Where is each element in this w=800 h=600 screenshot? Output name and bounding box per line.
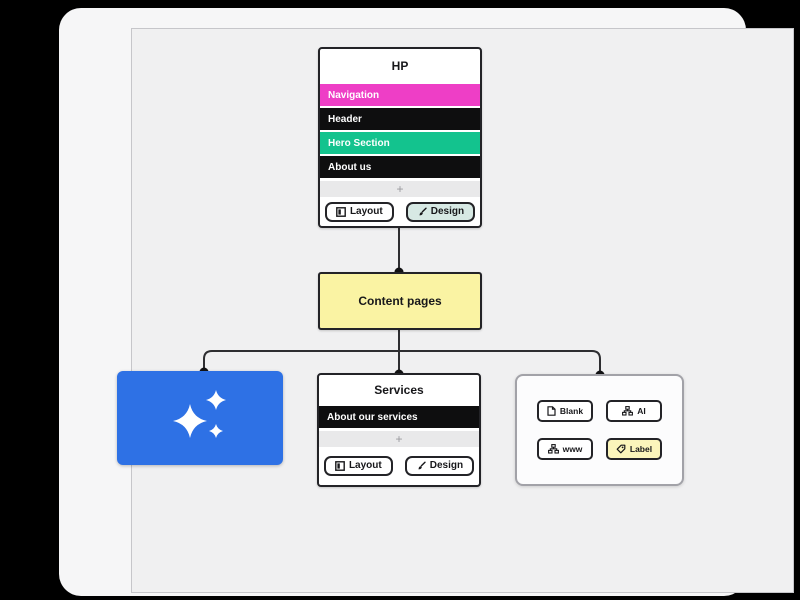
design-button[interactable]: Design [404, 456, 475, 476]
layout-icon [335, 461, 345, 471]
sitemap-icon [547, 444, 559, 454]
layout-button[interactable]: Layout [324, 201, 394, 222]
page-node-hp[interactable]: HP Navigation Header Hero Section About … [318, 47, 482, 228]
add-section-button[interactable]: + [319, 431, 479, 447]
page-node-services[interactable]: Services About our services + Layout Des… [317, 373, 481, 487]
ai-generate-card[interactable] [117, 371, 283, 465]
section-header[interactable]: Header [320, 108, 480, 130]
add-label-button[interactable]: Label [606, 438, 662, 460]
tag-icon [616, 444, 626, 454]
sparkles-icon [166, 387, 234, 450]
section-navigation[interactable]: Navigation [320, 84, 480, 106]
design-icon [416, 461, 426, 471]
menu-option-label: AI [637, 406, 646, 416]
layout-icon [336, 206, 346, 217]
file-icon [547, 406, 556, 416]
menu-option-label: www [562, 444, 583, 454]
layout-button-label: Layout [349, 205, 383, 217]
node-toolbar: Layout Design [319, 447, 479, 485]
node-toolbar: Layout Design [320, 197, 480, 226]
add-www-page-button[interactable]: www [537, 438, 593, 460]
section-about-us[interactable]: About us [320, 156, 480, 178]
page-title: Services [374, 383, 424, 397]
add-blank-page-button[interactable]: Blank [537, 400, 593, 422]
layout-button[interactable]: Layout [323, 456, 393, 476]
design-button-label: Design [429, 460, 464, 471]
label-node-content-pages[interactable]: Content pages [318, 272, 482, 330]
section-hero[interactable]: Hero Section [320, 132, 480, 154]
page-title: HP [391, 59, 409, 73]
design-button-label: Design [430, 205, 465, 217]
section-about-our-services[interactable]: About our services [319, 406, 479, 428]
sitemap-icon [622, 406, 634, 416]
layout-button-label: Layout [348, 460, 382, 471]
menu-option-label: Label [629, 444, 653, 454]
menu-option-label: Blank [559, 406, 584, 416]
design-icon [417, 207, 427, 217]
add-section-button[interactable]: + [320, 181, 480, 197]
add-page-menu: Blank AI www Label [515, 374, 684, 486]
add-ai-page-button[interactable]: AI [606, 400, 662, 422]
design-button[interactable]: Design [405, 201, 476, 222]
